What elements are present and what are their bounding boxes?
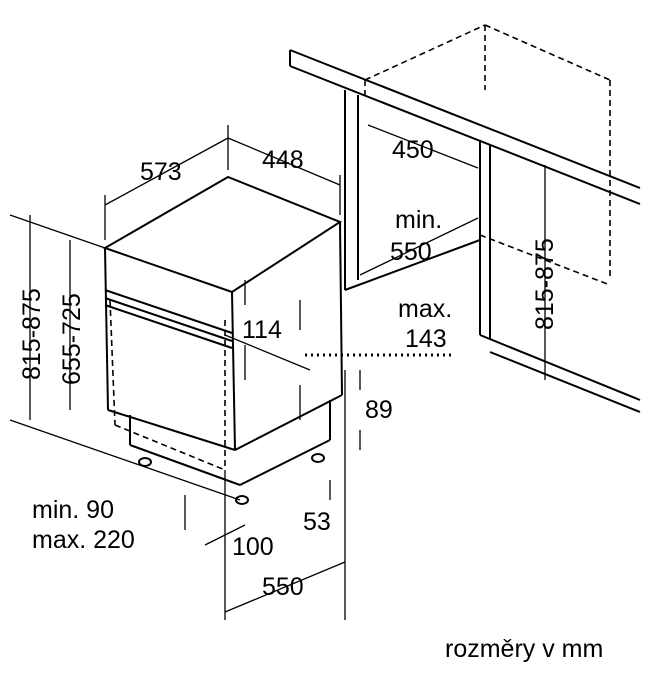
label-leg-100: 100 — [232, 533, 274, 561]
label-leg-min: min. 90 — [32, 496, 114, 524]
label-width-448: 448 — [262, 146, 304, 174]
label-height-inner: 655-725 — [58, 293, 86, 385]
units-note: rozměry v mm — [445, 635, 603, 663]
label-plinth-89: 89 — [365, 396, 393, 424]
countertop — [289, 49, 641, 205]
label-max-143: 143 — [405, 325, 447, 353]
dimension-lines — [9, 124, 546, 620]
label-leg-max: max. 220 — [32, 526, 135, 554]
cabinet-niche — [344, 24, 641, 413]
dishwasher-body — [102, 175, 343, 505]
label-plinth-53: 53 — [303, 508, 331, 536]
label-niche-width-550: 550 — [390, 238, 432, 266]
label-niche-depth-450: 450 — [392, 136, 434, 164]
label-height-outer: 815-875 — [18, 288, 46, 380]
label-depth-573: 573 — [140, 158, 182, 186]
label-max: max. — [398, 295, 452, 323]
label-min: min. — [395, 206, 442, 234]
label-panel-114: 114 — [242, 316, 282, 344]
label-niche-height: 815-875 — [531, 238, 559, 330]
label-bottom-550: 550 — [262, 573, 304, 601]
